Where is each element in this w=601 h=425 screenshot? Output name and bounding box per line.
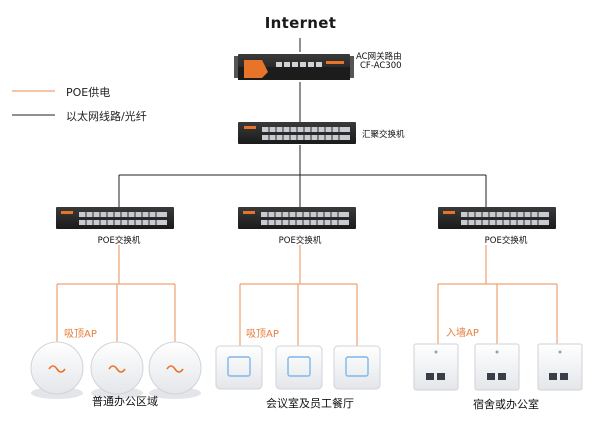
ac-gateway-router [234, 54, 354, 80]
poe-switch-3-label: POE交换机 [484, 236, 528, 246]
legend-poe-label: POE供电 [66, 86, 111, 99]
poe-switch-2-label: POE交换机 [278, 236, 322, 246]
legend-ethernet-label: 以太网线路/光纤 [66, 110, 147, 123]
poe-switch-2 [238, 207, 356, 229]
poe-switch-3 [438, 207, 556, 229]
internet-title: Internet [264, 14, 337, 32]
aggregation-switch [238, 122, 356, 144]
zone-2-label: 会议室及员工餐厅 [266, 397, 354, 410]
router-label-name: AC网关路由 [356, 52, 402, 62]
aggregation-switch-label: 汇聚交换机 [362, 130, 405, 140]
round-ceiling-ap-2 [90, 341, 144, 399]
ap-group-2-type-label: 吸顶AP [246, 329, 279, 340]
square-ceiling-ap-3 [333, 345, 381, 390]
wall-panel-ap-2 [474, 343, 520, 391]
square-ceiling-ap-1 [215, 345, 263, 390]
ethernet-backbone [118, 38, 487, 207]
square-ceiling-ap-2 [275, 345, 323, 390]
poe-switch-1-label: POE交换机 [97, 236, 141, 246]
ap-group-3-type-label: 入墙AP [446, 328, 479, 339]
zone-3-label: 宿舍或办公室 [473, 398, 539, 411]
router-label-model: CF-AC300 [360, 61, 402, 71]
wall-panel-ap-1 [413, 343, 459, 391]
zone-1-label: 普通办公区域 [92, 395, 158, 408]
poe-lines [56, 245, 558, 346]
ap-group-1-type-label: 吸顶AP [64, 329, 97, 340]
round-ceiling-ap-3 [148, 341, 202, 399]
round-ceiling-ap-1 [30, 341, 84, 399]
poe-switch-1 [56, 207, 174, 229]
wall-panel-ap-3 [537, 343, 583, 391]
